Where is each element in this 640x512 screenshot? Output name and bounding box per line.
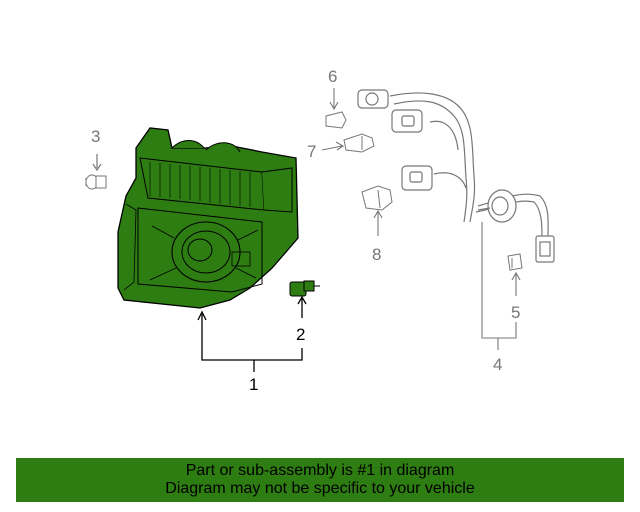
bulb-part-8[interactable] (361, 185, 393, 211)
wiring-harness-part-4[interactable] (357, 89, 555, 263)
screw-part-2[interactable] (289, 280, 320, 297)
callout-8[interactable]: 8 (372, 245, 381, 264)
callout-5[interactable]: 5 (511, 303, 520, 322)
clip-part-5[interactable] (507, 253, 523, 271)
leader-part-4 (481, 222, 517, 350)
callout-7[interactable]: 7 (307, 142, 316, 161)
callout-1[interactable]: 1 (249, 375, 258, 394)
arrow-part-7 (321, 141, 345, 151)
bulb-part-6[interactable] (325, 111, 347, 129)
arrow-part-5 (511, 271, 521, 296)
banner-line-2: Diagram may not be specific to your vehi… (165, 480, 475, 497)
bulb-part-7[interactable] (343, 133, 375, 153)
arrow-part-2 (297, 295, 307, 318)
callout-3[interactable]: 3 (91, 127, 100, 146)
tail-lamp-assembly[interactable] (117, 127, 299, 309)
callout-4[interactable]: 4 (493, 355, 502, 374)
arrow-part-3 (92, 154, 102, 172)
parts-diagram: 1 2 3 4 5 6 7 8 (85, 67, 555, 394)
arrow-part-8 (373, 209, 383, 236)
leader-part-1 (197, 310, 303, 372)
banner-line-1: Part or sub-assembly is #1 in diagram (185, 462, 455, 479)
callout-2[interactable]: 2 (296, 325, 305, 344)
info-banner: Part or sub-assembly is #1 in diagram Di… (16, 458, 624, 502)
arrow-part-6 (329, 88, 339, 111)
nut-part-3[interactable] (85, 174, 107, 190)
callout-6[interactable]: 6 (328, 67, 337, 86)
